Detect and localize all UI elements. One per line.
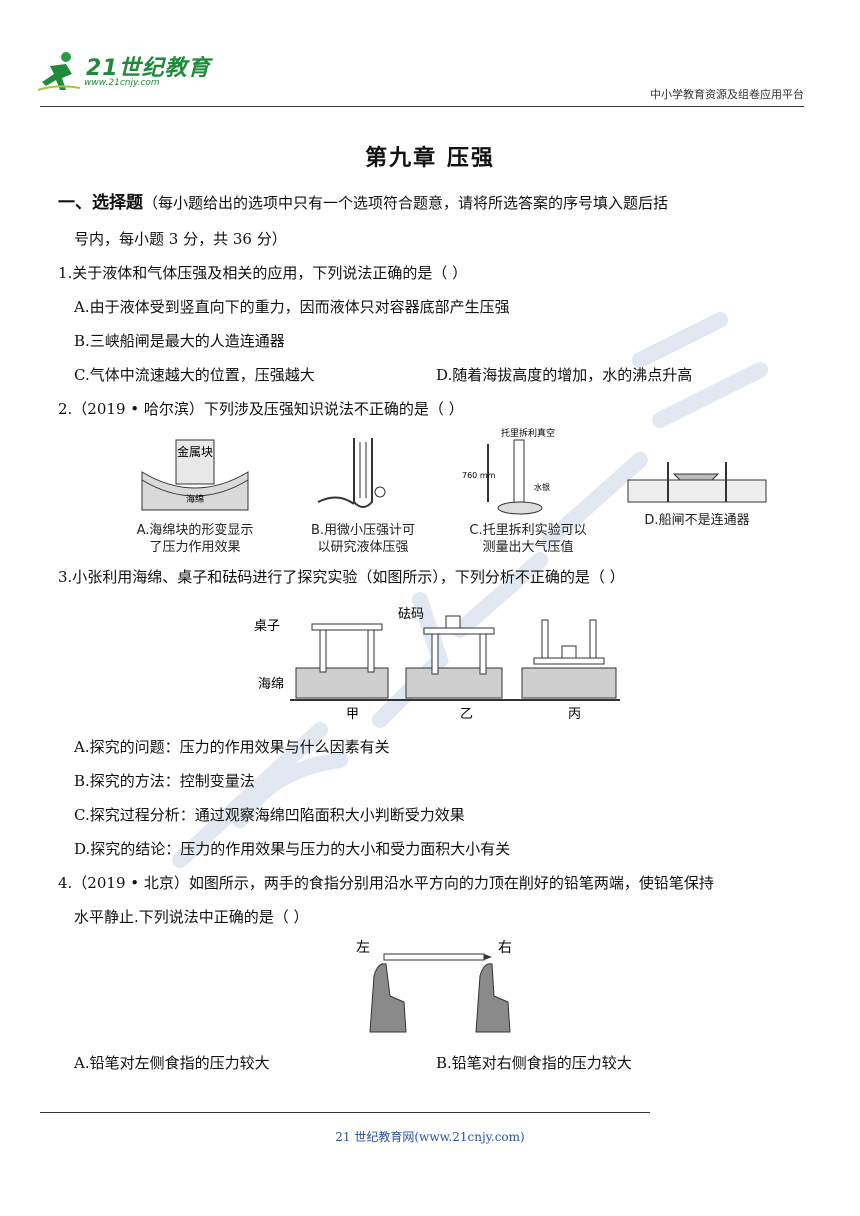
q2-caption-b-1: B.用微小压强计可 [310, 523, 416, 538]
torricelli-diagram: 托里拆利真空 760 mm 水银 [462, 427, 555, 515]
page-header: 21世纪教育 www.21cnjy.com 中小学教育资源及组卷应用平台 [0, 0, 860, 112]
logo-main-text: 21世纪教育 [86, 56, 211, 81]
site-logo: 21世纪教育 www.21cnjy.com [36, 50, 216, 98]
section-heading-line: 一、选择题（每小题给出的选项中只有一个选项符合题意，请将所选答案的序号填入题后括 [58, 188, 668, 213]
header-divider [40, 106, 804, 107]
q2-caption-d: D.船闸不是连通器 [644, 513, 750, 528]
q1-option-d: D.随着海拔高度的增加，水的沸点升高 [436, 366, 693, 384]
q3-option-d: D.探究的结论：压力的作用效果与压力的大小和受力面积大小有关 [74, 840, 511, 858]
q4-option-a: A.铅笔对左侧食指的压力较大 [74, 1054, 270, 1072]
torricelli-top-label: 托里拆利真空 [501, 428, 555, 439]
sponge-label-q3: 海绵 [258, 677, 284, 692]
fig-label-bing: 丙 [568, 707, 581, 722]
q2-caption-c-2: 测量出大气压值 [482, 540, 574, 555]
sponge-table-experiment-diagram: 桌子 砝码 海绵 甲 乙 丙 [254, 607, 620, 722]
fig-label-yi: 乙 [460, 707, 473, 722]
q3-figure: 桌子 砝码 海绵 甲 乙 丙 [250, 602, 620, 724]
q2-caption-a-2: 了压力作用效果 [149, 540, 241, 555]
section-desc-1: （每小题给出的选项中只有一个选项符合题意，请将所选答案的序号填入题后括 [143, 194, 669, 212]
table-label: 桌子 [254, 619, 280, 634]
q3-stem: 3.小张利用海绵、桌子和砝码进行了探究实验（如图所示），下列分析不正确的是（ ） [58, 568, 625, 586]
q2-figure-b: B.用微小压强计可 以研究液体压强 [288, 432, 438, 558]
pencil-fingers-diagram: 左 右 [356, 940, 512, 1033]
platform-label: 中小学教育资源及组卷应用平台 [650, 88, 804, 101]
q2-figure-a: 金属块 海绵 A.海绵块的形变显示 了压力作用效果 [110, 432, 280, 558]
footer-link[interactable]: 21 世纪教育网(www.21cnjy.com) [335, 1130, 525, 1144]
runner-logo-icon [37, 52, 81, 91]
sponge-block-diagram: 金属块 海绵 [141, 439, 249, 511]
q4-stem-1: 4.（2019 • 北京）如图所示，两手的食指分别用沿水平方向的力顶在削好的铅笔… [58, 874, 714, 892]
q3-option-b: B.探究的方法：控制变量法 [74, 772, 255, 790]
chapter-title: 第九章 压强 [365, 145, 495, 171]
q2-figure-c: 托里拆利真空 760 mm 水银 C.托里拆利实验可以 测量出大气压值 [448, 427, 608, 558]
q4-stem-2: 水平静止.下列说法中正确的是（ ） [74, 908, 309, 926]
q4-figure: 左 右 [352, 936, 522, 1036]
left-label: 左 [356, 940, 370, 956]
q2-caption-b-2: 以研究液体压强 [317, 540, 409, 555]
section-heading: 一、选择题 [58, 193, 143, 213]
q2-figure-d: D.船闸不是连通器 [622, 452, 772, 538]
pressure-gauge-diagram [317, 438, 386, 508]
q1-stem: 1.关于液体和气体压强及相关的应用，下列说法正确的是（ ） [58, 264, 468, 282]
mercury-label: 水银 [534, 482, 550, 492]
footer-divider [40, 1112, 650, 1113]
weight-label: 砝码 [398, 607, 424, 622]
q3-option-c: C.探究过程分析：通过观察海绵凹陷面积大小判断受力效果 [74, 806, 465, 824]
q4-option-b: B.铅笔对右侧食指的压力较大 [436, 1054, 632, 1072]
q1-option-c: C.气体中流速越大的位置，压强越大 [74, 366, 315, 384]
section-desc-2: 号内，每小题 3 分，共 36 分） [74, 230, 287, 248]
metal-block-label: 金属块 [177, 444, 213, 459]
ship-lock-diagram [627, 462, 767, 503]
sponge-label: 海绵 [186, 493, 204, 505]
torricelli-760mm-label: 760 mm [462, 471, 496, 480]
q2-caption-c-1: C.托里拆利实验可以 [469, 523, 587, 538]
q2-stem: 2.（2019 • 哈尔滨）下列涉及压强知识说法不正确的是（ ） [58, 400, 464, 418]
q2-caption-a-1: A.海绵块的形变显示 [136, 523, 254, 538]
logo-sub-text: www.21cnjy.com [84, 78, 160, 88]
fig-label-jia: 甲 [346, 707, 359, 722]
q3-option-a: A.探究的问题：压力的作用效果与什么因素有关 [74, 738, 390, 756]
q1-option-a: A.由于液体受到竖直向下的重力，因而液体只对容器底部产生压强 [74, 298, 510, 316]
q1-option-b: B.三峡船闸是最大的人造连通器 [74, 332, 285, 350]
right-label: 右 [498, 940, 512, 956]
